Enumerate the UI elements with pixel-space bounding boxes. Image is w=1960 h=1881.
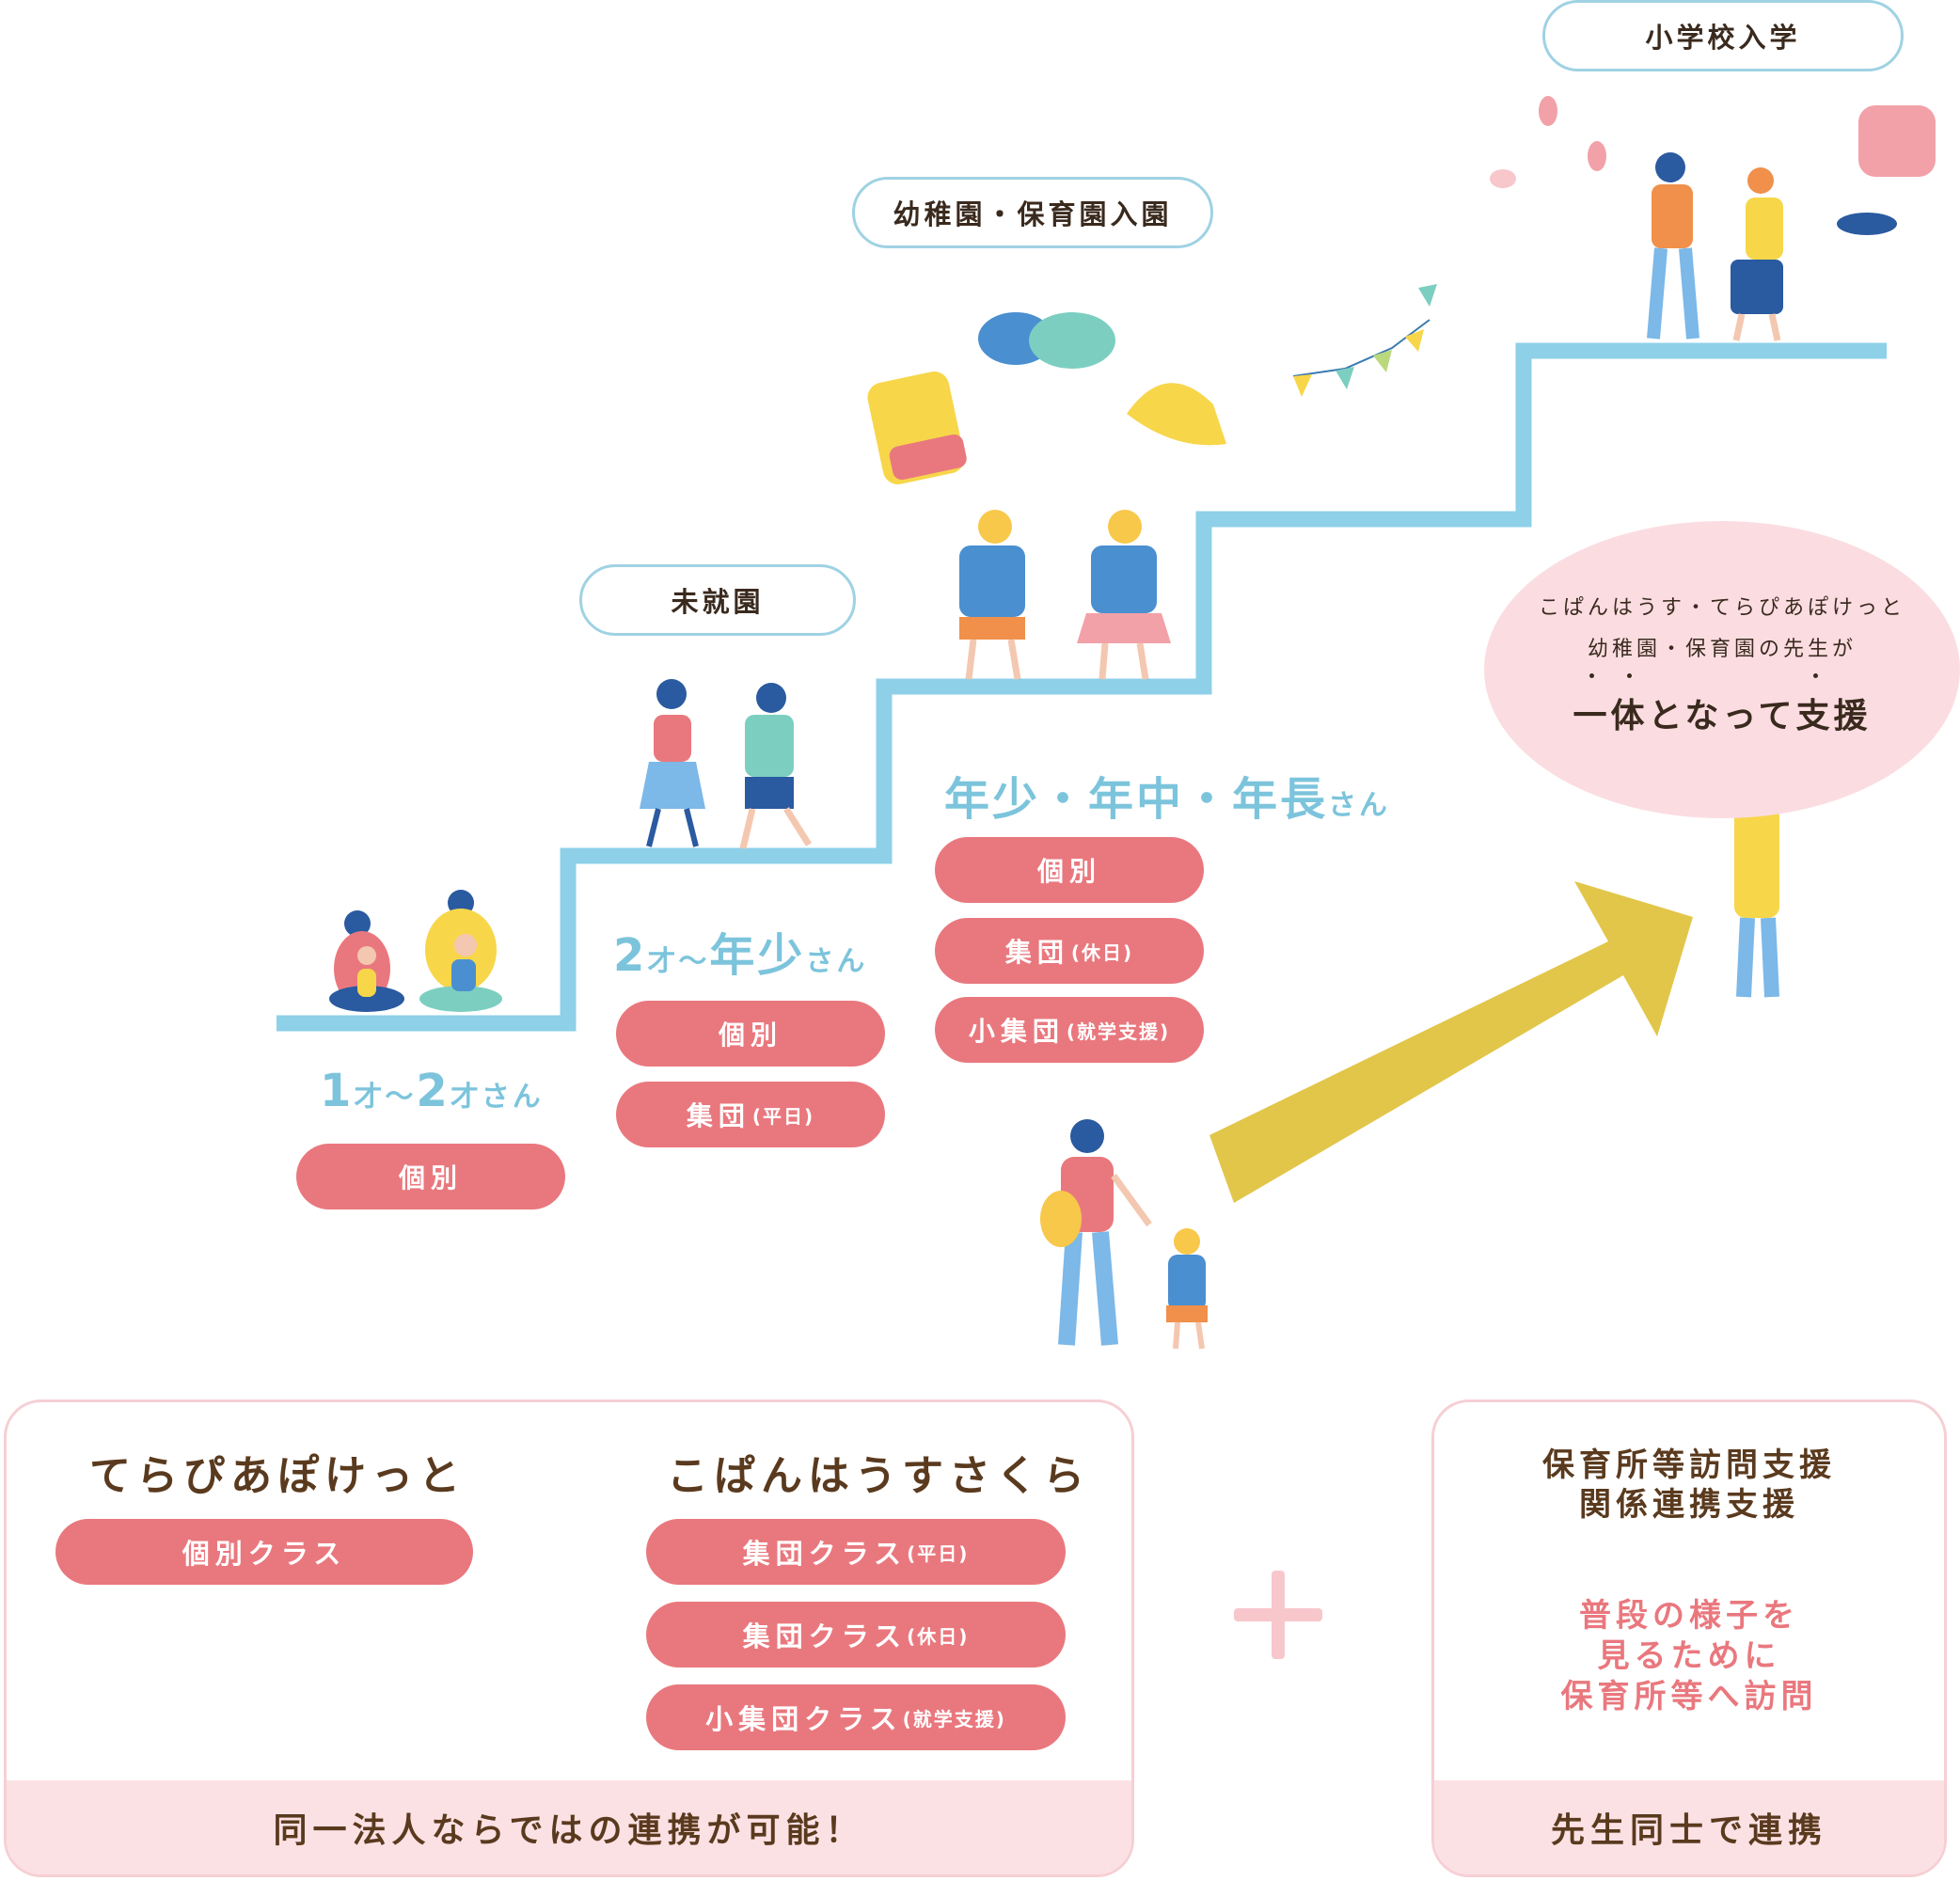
age-group-1-label: 1才〜2才さん <box>320 1065 544 1117</box>
visit-desc-line-1: 普段の様子を <box>1579 1597 1799 1635</box>
stair-line <box>277 342 1887 1032</box>
visit-desc-line-3: 保育所等へ訪問 <box>1560 1678 1818 1715</box>
bubble-line-1: こぱんはうす・てらぴあぽけっと <box>1538 596 1905 620</box>
visit-support-box: 保育所等訪問支援 関係連携支援 普段の様子を 見るために 保育所等へ訪問 先生同… <box>1431 1399 1947 1877</box>
visit-title-line-1: 保育所等訪問支援 <box>1542 1446 1836 1484</box>
program-box: てらぴあぽけっと 個別クラス こぱんはうすさくら 集団クラス(平日) 集団クラス… <box>4 1399 1134 1877</box>
mother-and-child-illustration <box>1040 1119 1208 1350</box>
terapia-class-individual[interactable]: 個別クラス <box>55 1519 473 1585</box>
age-group-2-label: 2才〜年少さん <box>613 929 868 982</box>
class-pill-g3-small-group[interactable]: 小集団(就学支援) <box>935 997 1204 1063</box>
stage-preschool-label: 未就園 <box>579 564 856 636</box>
terapia-title: てらぴあぽけっと <box>89 1452 466 1500</box>
bubble-line-3: 一体となって支援 <box>1573 697 1872 735</box>
collaboration-arrow <box>1209 881 1693 1203</box>
stage-elementary-label: 小学校入学 <box>1542 0 1904 71</box>
age-group-3-label: 年少・年中・年長さん <box>944 773 1391 826</box>
program-box-footer: 同一法人ならではの連携が可能！ <box>7 1780 1131 1874</box>
class-pill-g3-group[interactable]: 集団(休日) <box>935 918 1204 984</box>
visit-desc-line-2: 見るために <box>1597 1637 1781 1675</box>
parents-with-babies-illustration <box>329 890 502 1012</box>
visit-box-footer: 先生同士で連携 <box>1434 1780 1944 1874</box>
class-pill-g1-individual[interactable]: 個別 <box>296 1144 565 1209</box>
school-kids-illustration <box>1490 96 1936 341</box>
bubble-line-2: 幼稚園・保育園の先生が <box>1587 638 1857 661</box>
stage-kindergarten-label: 幼稚園・保育園入園 <box>852 177 1213 248</box>
support-speech-bubble: こぱんはうす・てらぴあぽけっと 幼稚園・保育園の先生が 一体となって支援 <box>1484 521 1960 818</box>
copan-class-group-holiday[interactable]: 集団クラス(休日) <box>646 1602 1066 1668</box>
class-pill-g2-individual[interactable]: 個別 <box>616 1001 885 1067</box>
preschool-kids-illustration <box>640 679 812 849</box>
copan-class-group-weekday[interactable]: 集団クラス(平日) <box>646 1519 1066 1585</box>
plus-icon <box>1234 1571 1322 1659</box>
copan-title: こぱんはうすさくら <box>667 1452 1090 1500</box>
emphasis-dots <box>1484 673 1960 683</box>
visit-title-line-2: 関係連携支援 <box>1579 1486 1799 1524</box>
copan-class-small-group[interactable]: 小集団クラス(就学支援) <box>646 1684 1066 1750</box>
class-pill-g3-individual[interactable]: 個別 <box>935 837 1204 903</box>
class-pill-g2-group[interactable]: 集団(平日) <box>616 1082 885 1147</box>
kindergarten-kids-illustration <box>867 284 1437 680</box>
